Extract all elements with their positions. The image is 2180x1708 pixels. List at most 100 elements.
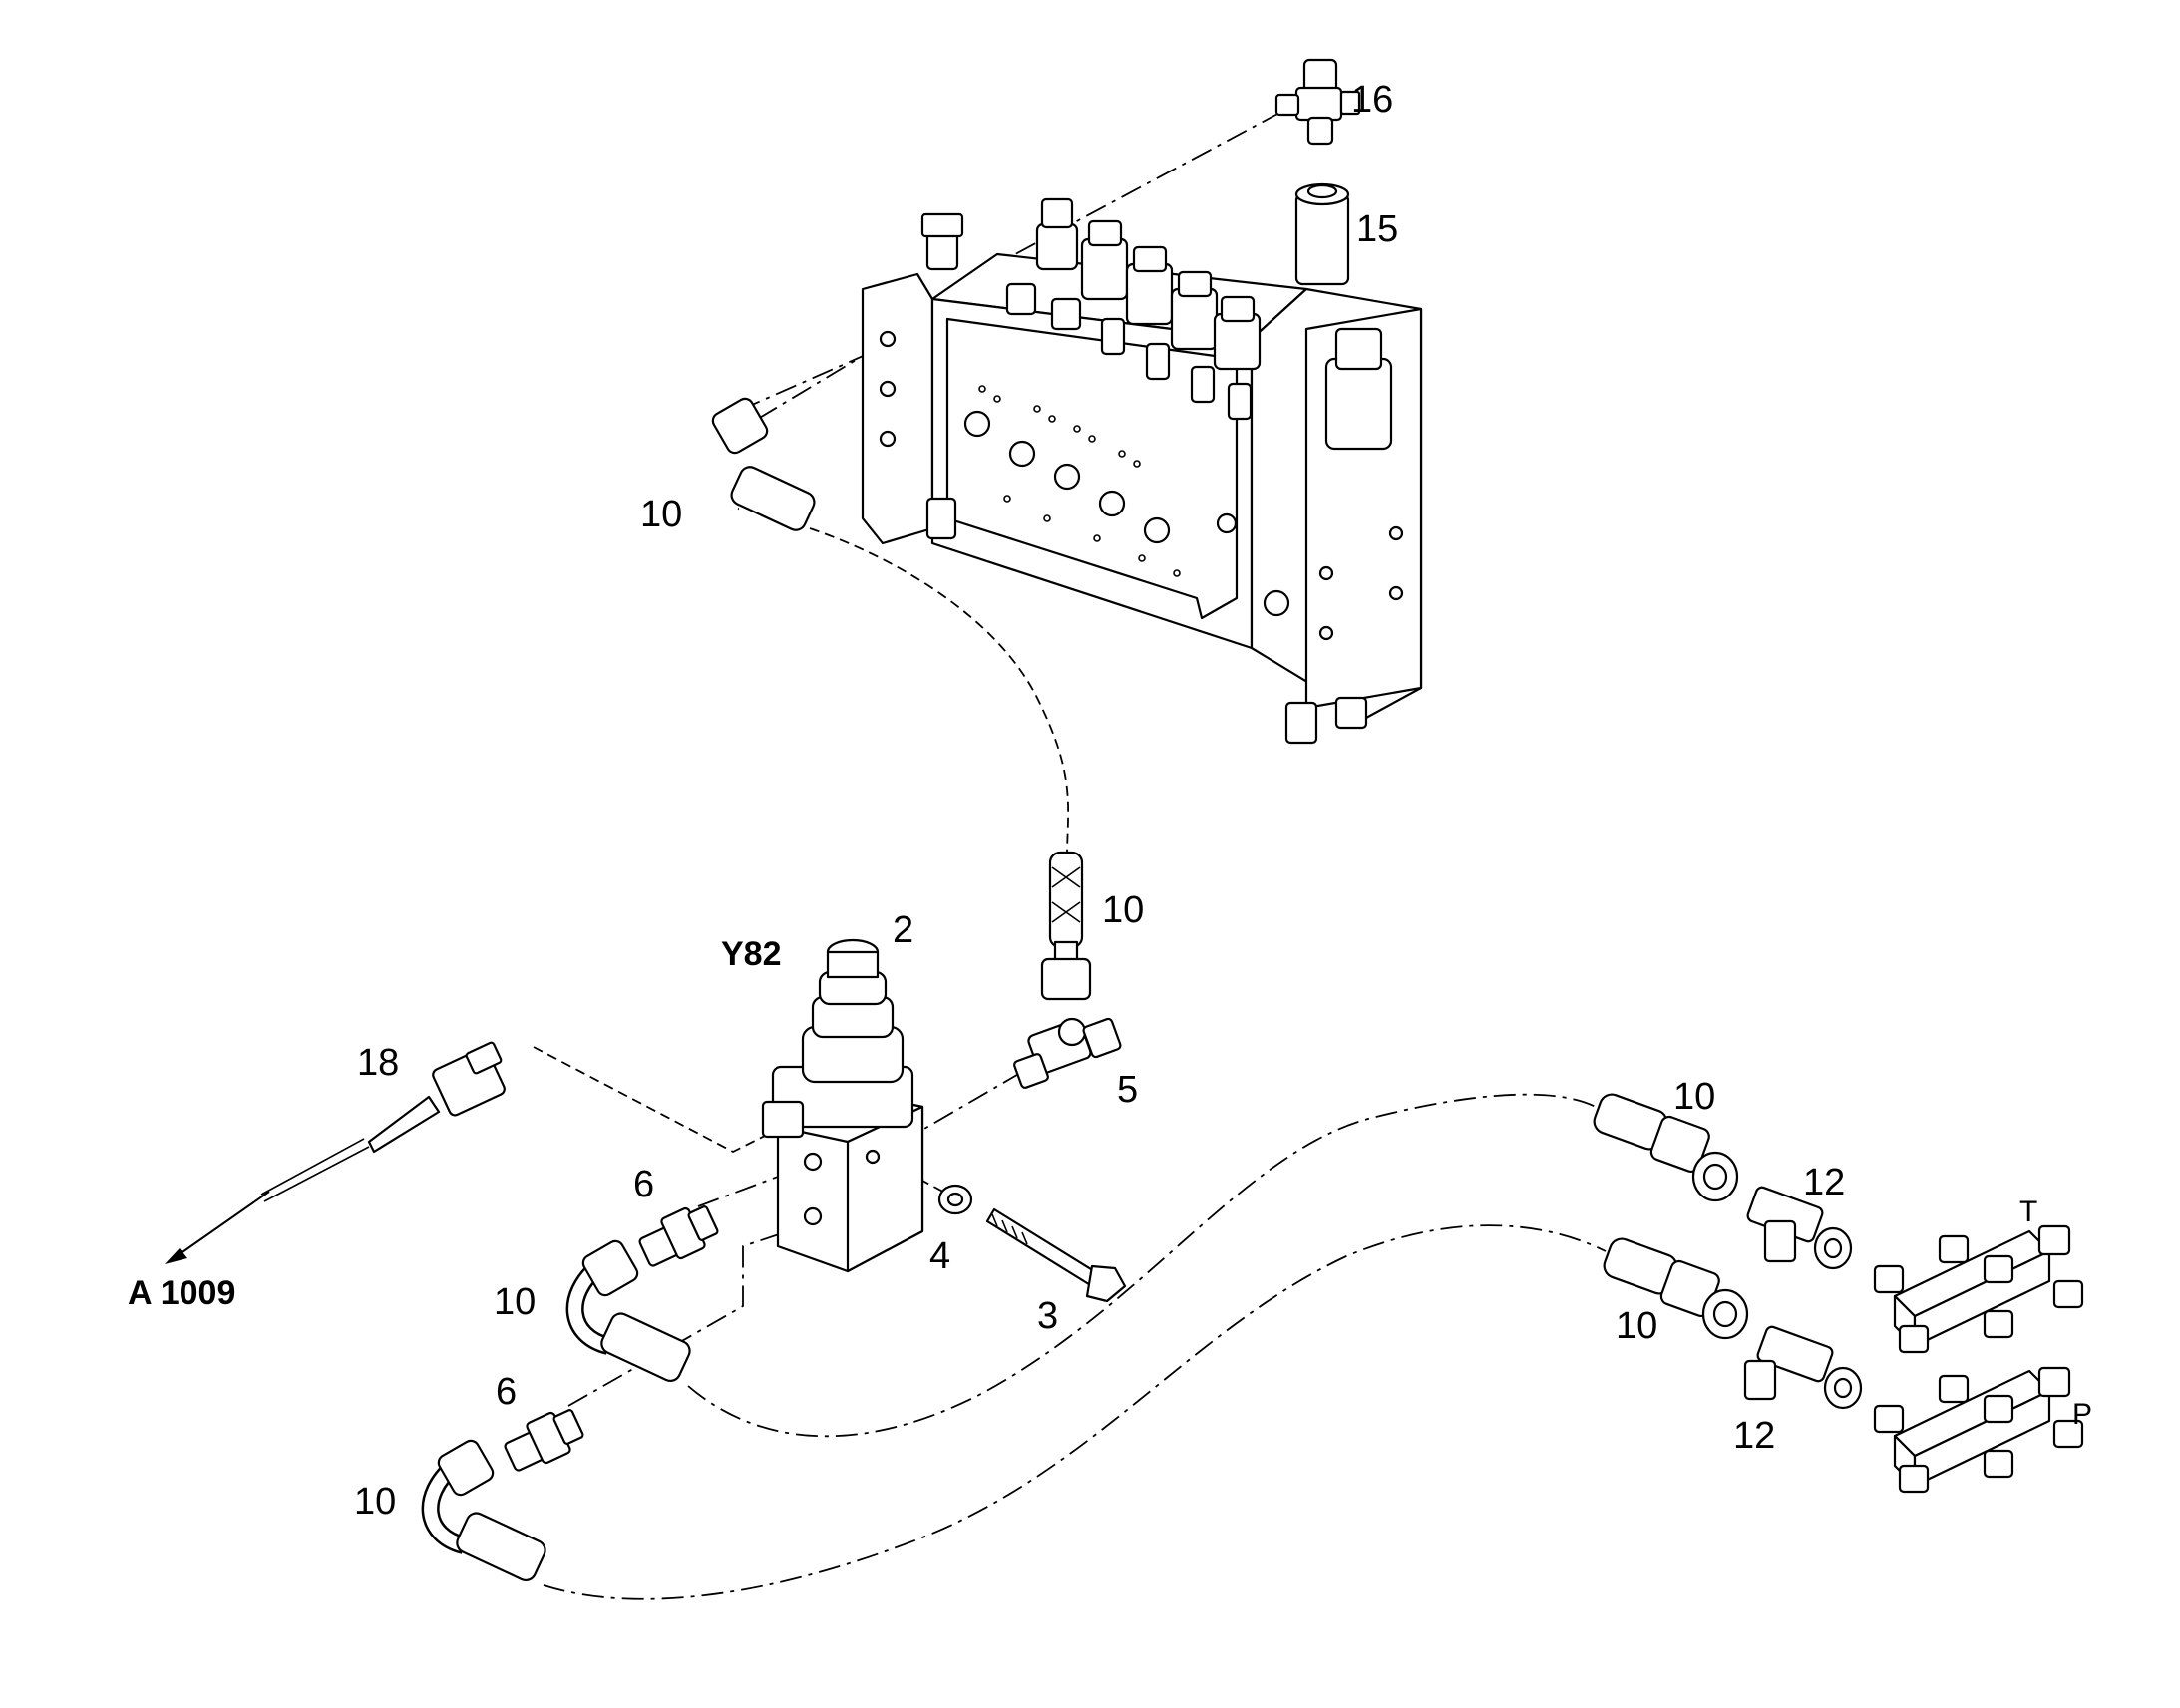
- solenoid: [1035, 222, 1079, 271]
- label-p: P: [2072, 1398, 2092, 1431]
- hose-line-2: [543, 1224, 1607, 1600]
- solenoid-cap: [1132, 245, 1168, 273]
- fitting-6b-nose: [552, 1409, 584, 1445]
- part-16-fitting: [1274, 58, 1361, 146]
- manifold-p-port: [2037, 1366, 2071, 1398]
- part-3-bolt: [985, 1207, 1127, 1303]
- hose-10-mid-sleeve: [1048, 851, 1084, 949]
- manifold-t-port: [2052, 1279, 2084, 1309]
- bolt: [1143, 516, 1171, 544]
- label-t: T: [2019, 1196, 2037, 1228]
- manifold-t: [1873, 1224, 2084, 1354]
- solenoid-cap: [1220, 295, 1256, 323]
- label-y82: Y82: [721, 935, 782, 973]
- callout-6-upper: 6: [633, 1164, 654, 1205]
- callout-3: 3: [1037, 1295, 1058, 1337]
- bolt-3-shank: [985, 1207, 1101, 1288]
- connector-18-boot: [367, 1095, 441, 1154]
- callout-10-right-lower: 10: [1616, 1305, 1657, 1347]
- valve-hole: [879, 430, 897, 448]
- valve-port-marks: [978, 385, 1181, 577]
- manifold-t-port: [1983, 1254, 2014, 1284]
- part-4-washer: [937, 1184, 973, 1215]
- solenoid: [1213, 312, 1262, 371]
- manifold-p-port: [2052, 1419, 2084, 1449]
- manifold-t-port: [1873, 1264, 1905, 1294]
- bolt-3-thread: [991, 1213, 1028, 1245]
- leader-4: [877, 1156, 953, 1197]
- callout-10-mid: 10: [1102, 889, 1144, 931]
- leader-18: [533, 1046, 774, 1154]
- part-6-fitting-lower: [504, 1409, 584, 1472]
- small-fitting: [1100, 317, 1126, 356]
- hose-10-mid: [1040, 851, 1092, 1001]
- hose-10-left-upper: [565, 1239, 691, 1383]
- small-fitting: [1227, 382, 1253, 421]
- hose-10-left-lower-sleeve: [456, 1512, 546, 1582]
- part-15-filter: [1294, 182, 1350, 286]
- manifold-p-port: [1983, 1449, 2014, 1479]
- valve-solenoid-row: [1005, 197, 1262, 421]
- small-fitting: [1005, 282, 1037, 316]
- tee-12a-bore: [1823, 1237, 1843, 1259]
- callout-4: 4: [929, 1235, 950, 1277]
- hose-line-top: [809, 527, 1069, 858]
- hose-10-left-upper-sleeve: [600, 1312, 691, 1383]
- valve-left-stud-cap: [920, 212, 964, 238]
- manifold-p-port: [1938, 1374, 1970, 1404]
- bolt-3-head: [1085, 1264, 1127, 1303]
- valve-left-bottom-stud: [925, 497, 957, 540]
- arrow-line: [169, 1191, 270, 1262]
- bolt: [1008, 440, 1036, 468]
- hose-10-right-lower-bore: [1712, 1300, 1738, 1328]
- hose-10-left-upper-nut: [581, 1239, 639, 1297]
- valve-hole: [879, 330, 897, 348]
- valve-hole: [879, 380, 897, 398]
- tee-12b-bore: [1833, 1377, 1853, 1399]
- manifold-p: [1873, 1366, 2084, 1494]
- connector-18-latch: [465, 1041, 503, 1075]
- callout-15: 15: [1356, 208, 1398, 250]
- fitting-5-thread: [1013, 1053, 1049, 1089]
- callout-16: 16: [1351, 79, 1393, 121]
- part-12-tee-lower: [1743, 1325, 1863, 1410]
- valve-bottom-fitting: [1334, 696, 1368, 730]
- valve-left-end-plate: [861, 272, 934, 545]
- control-valve-block: [861, 197, 1423, 745]
- leader-16: [742, 111, 1282, 410]
- y82-cap-stem: [826, 950, 880, 979]
- callout-labels: 16 15 10 10 2 Y82 18 5 6 4 3 10 6 10 A 1…: [128, 79, 2092, 1523]
- hose-10-top-nut: [711, 397, 769, 455]
- washer-4-inner: [946, 1192, 964, 1207]
- part-12-tee-upper: [1746, 1186, 1853, 1270]
- part-5-fitting: [1013, 1017, 1122, 1089]
- part-18-connector: [260, 1041, 506, 1202]
- callout-18: 18: [357, 1042, 399, 1084]
- callout-10-left-upper: 10: [494, 1281, 536, 1323]
- manifold-t-port: [1898, 1324, 1930, 1354]
- connector-18-cable-edge: [260, 1138, 365, 1196]
- valve-front-bolts: [963, 410, 1290, 617]
- callout-12-upper: 12: [1803, 1162, 1845, 1203]
- fitting-5-banjo: [1057, 1017, 1087, 1047]
- hose-10-left-lower: [421, 1439, 546, 1582]
- solenoid-cap: [1087, 219, 1123, 247]
- solenoid-cap: [1040, 197, 1074, 229]
- callout-6-lower: 6: [496, 1371, 517, 1413]
- manifold-p-port: [1873, 1404, 1905, 1434]
- manifold-t-port: [1983, 1309, 2014, 1339]
- manifold-t-port: [1938, 1234, 1970, 1264]
- bolt: [1098, 490, 1126, 517]
- y82-port: [865, 1149, 881, 1165]
- solenoid: [1170, 287, 1219, 351]
- tee-12b-branch: [1743, 1359, 1777, 1401]
- filter-15-hole: [1306, 183, 1338, 199]
- valve-hole: [1388, 525, 1404, 541]
- fitting-16-stem: [1306, 116, 1334, 146]
- callout-5: 5: [1117, 1069, 1138, 1111]
- tee-12b-body: [1756, 1325, 1834, 1383]
- part-2-solenoid-valve-y82: [761, 938, 924, 1273]
- callout-12-lower: 12: [1733, 1415, 1775, 1457]
- hose-10-top-sleeve: [730, 466, 816, 531]
